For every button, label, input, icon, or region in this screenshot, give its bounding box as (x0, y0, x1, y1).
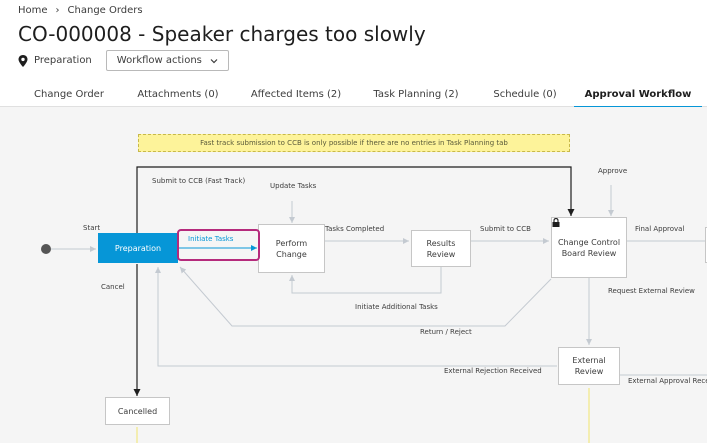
location-pin-icon (18, 54, 28, 67)
node-offscreen-right[interactable] (705, 227, 707, 263)
chevron-down-icon (210, 58, 218, 63)
transition-initiate-additional[interactable]: Initiate Additional Tasks (355, 303, 438, 311)
transition-tasks-completed[interactable]: Tasks Completed (325, 225, 385, 233)
node-perform-change-line2: Change (276, 249, 307, 259)
tab-task-planning[interactable]: Task Planning (2) (373, 89, 459, 100)
breadcrumb-change-orders[interactable]: Change Orders (67, 5, 143, 16)
node-results-review-line1: Results (426, 238, 456, 248)
node-external-review-line1: External (572, 356, 606, 365)
node-external-review[interactable]: External Review (558, 347, 620, 385)
node-ccb-review-line1: Change Control (557, 237, 621, 247)
node-cancelled[interactable]: Cancelled (105, 397, 170, 425)
workflow-canvas[interactable]: Fast track submission to CCB is only pos… (0, 107, 707, 443)
chevron-right-icon: › (55, 5, 60, 16)
workflow-actions-button[interactable]: Workflow actions (105, 50, 229, 71)
transition-final-approval[interactable]: Final Approval (635, 225, 685, 233)
transition-update-tasks[interactable]: Update Tasks (270, 182, 317, 190)
transition-cancel[interactable]: Cancel (101, 283, 125, 291)
transition-initiate-tasks[interactable]: Initiate Tasks (188, 235, 234, 243)
tab-schedule[interactable]: Schedule (0) (493, 89, 557, 100)
node-ccb-review[interactable]: Change Control Board Review (551, 217, 627, 278)
status-label: Preparation (34, 55, 92, 66)
transition-submit-ccb[interactable]: Submit to CCB (480, 225, 531, 233)
transition-submit-fast-track[interactable]: Submit to CCB (Fast Track) (152, 177, 246, 185)
node-perform-change-line1: Perform (275, 238, 308, 248)
start-node (41, 244, 51, 254)
node-preparation[interactable]: Preparation (98, 233, 178, 263)
transition-external-rejection[interactable]: External Rejection Received (444, 367, 542, 375)
transition-external-approval[interactable]: External Approval Rece (628, 377, 707, 385)
highlight-initiate-tasks (177, 229, 260, 261)
tab-approval-workflow[interactable]: Approval Workflow (574, 84, 702, 108)
tab-attachments[interactable]: Attachments (0) (137, 89, 219, 100)
breadcrumb-home[interactable]: Home (18, 5, 48, 16)
node-external-review-line2: Review (574, 367, 604, 376)
edge-external-rejection (155, 267, 557, 367)
node-results-review[interactable]: Results Review (411, 230, 471, 267)
edge-return-reject (179, 266, 552, 327)
tab-affected-items[interactable]: Affected Items (2) (250, 89, 342, 100)
node-ccb-review-line2: Board Review (561, 248, 617, 258)
workflow-actions-label: Workflow actions (116, 55, 202, 66)
tab-bar: Change Order Attachments (0) Affected It… (0, 84, 707, 108)
edge-fast-track (136, 166, 575, 234)
node-cancelled-label: Cancelled (117, 406, 158, 416)
node-perform-change[interactable]: Perform Change (258, 224, 325, 273)
page-title: CO-000008 - Speaker charges too slowly (18, 22, 426, 46)
transition-request-external[interactable]: Request External Review (608, 287, 695, 295)
node-preparation-label: Preparation (114, 243, 162, 253)
tab-change-order[interactable]: Change Order (34, 89, 104, 100)
fast-track-notice: Fast track submission to CCB is only pos… (138, 134, 570, 152)
status-row: Preparation Workflow actions (18, 50, 229, 71)
transition-return-reject[interactable]: Return / Reject (420, 328, 472, 336)
breadcrumb: Home › Change Orders (18, 5, 143, 16)
edge-additional-tasks (289, 267, 442, 294)
lock-icon (552, 218, 560, 227)
transition-approve[interactable]: Approve (598, 167, 628, 175)
transition-start[interactable]: Start (83, 224, 101, 232)
node-results-review-line2: Review (426, 249, 456, 259)
workflow-connectors (41, 166, 707, 443)
